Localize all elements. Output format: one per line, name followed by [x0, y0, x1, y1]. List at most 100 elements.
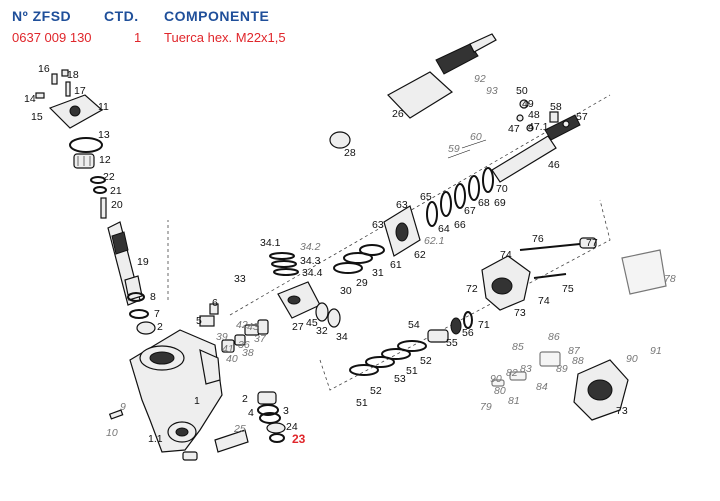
callout-34-3[interactable]: 34.3: [300, 255, 321, 267]
callout-83[interactable]: 83: [520, 363, 532, 375]
callout-74a[interactable]: 74: [500, 249, 512, 261]
callout-54[interactable]: 54: [408, 319, 420, 331]
callout-5[interactable]: 5: [196, 315, 202, 327]
callout-43[interactable]: 43: [247, 321, 259, 333]
callout-93[interactable]: 93: [486, 85, 498, 97]
callout-89[interactable]: 89: [556, 363, 568, 375]
callout-80[interactable]: 80: [494, 385, 506, 397]
callout-29[interactable]: 29: [356, 277, 368, 289]
callout-68[interactable]: 68: [478, 197, 490, 209]
callout-47[interactable]: 47: [508, 123, 520, 135]
callout-9[interactable]: 9: [120, 401, 126, 413]
callout-77[interactable]: 77: [586, 237, 598, 249]
callout-24[interactable]: 24: [286, 421, 298, 433]
callout-78[interactable]: 78: [664, 273, 676, 285]
callout-46[interactable]: 46: [548, 159, 560, 171]
callout-10[interactable]: 10: [106, 427, 118, 439]
callout-64[interactable]: 64: [438, 223, 450, 235]
callout-18[interactable]: 18: [67, 69, 79, 81]
callout-52a[interactable]: 52: [420, 355, 432, 367]
callout-23-highlighted[interactable]: 23: [292, 432, 306, 446]
callout-63a[interactable]: 63: [372, 219, 384, 231]
callout-91[interactable]: 91: [650, 345, 662, 357]
callout-92[interactable]: 92: [474, 73, 486, 85]
callout-45[interactable]: 45: [306, 317, 318, 329]
row-quantity[interactable]: 1: [134, 30, 142, 45]
callout-62-1[interactable]: 62.1: [424, 235, 444, 247]
row-part-number[interactable]: 0637 009 130: [12, 30, 92, 45]
callout-60[interactable]: 60: [470, 131, 482, 143]
callout-15[interactable]: 15: [31, 111, 43, 123]
callout-34-2[interactable]: 34.2: [300, 241, 321, 253]
callout-40[interactable]: 40: [226, 353, 238, 365]
callout-34-4[interactable]: 34.4: [302, 267, 323, 279]
callout-66[interactable]: 66: [454, 219, 466, 231]
callout-1[interactable]: 1: [194, 395, 200, 407]
callout-21[interactable]: 21: [110, 185, 122, 197]
callout-33[interactable]: 33: [234, 273, 246, 285]
callout-90b[interactable]: 90: [490, 373, 502, 385]
callout-73a[interactable]: 73: [514, 307, 526, 319]
callout-19[interactable]: 19: [137, 256, 149, 268]
callout-48[interactable]: 48: [528, 109, 540, 121]
callout-38[interactable]: 38: [242, 347, 254, 359]
callout-20[interactable]: 20: [111, 199, 123, 211]
callout-30[interactable]: 30: [340, 285, 352, 297]
callout-71[interactable]: 71: [478, 319, 490, 331]
callout-2[interactable]: 2: [157, 321, 163, 333]
callout-8[interactable]: 8: [150, 291, 156, 303]
callout-55[interactable]: 55: [446, 337, 458, 349]
callout-57[interactable]: 57: [576, 111, 588, 123]
callout-27[interactable]: 27: [292, 321, 304, 333]
callout-82[interactable]: 82: [506, 367, 518, 379]
callout-3[interactable]: 3: [283, 405, 289, 417]
callout-1-1[interactable]: 1.1: [148, 433, 163, 445]
callout-2b[interactable]: 2: [242, 393, 248, 405]
callout-32[interactable]: 32: [316, 325, 328, 337]
callout-14[interactable]: 14: [24, 93, 36, 105]
callout-79[interactable]: 79: [480, 401, 492, 413]
callout-51b[interactable]: 51: [356, 397, 368, 409]
callout-37[interactable]: 37: [254, 333, 267, 345]
callout-39[interactable]: 39: [216, 331, 228, 343]
callout-81[interactable]: 81: [508, 395, 520, 407]
callout-73b[interactable]: 73: [616, 405, 628, 417]
callout-70[interactable]: 70: [496, 183, 508, 195]
callout-51a[interactable]: 51: [406, 365, 418, 377]
callout-85[interactable]: 85: [512, 341, 524, 353]
callout-49[interactable]: 49: [522, 98, 534, 110]
callout-11[interactable]: 11: [98, 101, 109, 113]
callout-84[interactable]: 84: [536, 381, 548, 393]
callout-90a[interactable]: 90: [626, 353, 638, 365]
callout-17[interactable]: 17: [74, 85, 86, 97]
callout-41[interactable]: 41: [222, 343, 234, 355]
callout-69[interactable]: 69: [494, 197, 506, 209]
callout-62[interactable]: 62: [414, 249, 426, 261]
callout-16[interactable]: 16: [38, 63, 50, 75]
callout-59[interactable]: 59: [448, 143, 460, 155]
callout-58[interactable]: 58: [550, 101, 562, 113]
callout-74b[interactable]: 74: [538, 295, 550, 307]
callout-34[interactable]: 34: [336, 331, 348, 343]
callout-4[interactable]: 4: [248, 407, 254, 419]
callout-13[interactable]: 13: [98, 129, 110, 141]
callout-61[interactable]: 61: [390, 259, 402, 271]
callout-72[interactable]: 72: [466, 283, 478, 295]
callout-22[interactable]: 22: [103, 171, 115, 183]
callout-31[interactable]: 31: [372, 267, 384, 279]
callout-76[interactable]: 76: [532, 233, 544, 245]
callout-56[interactable]: 56: [462, 327, 474, 339]
callout-75[interactable]: 75: [562, 283, 574, 295]
callout-7[interactable]: 7: [154, 308, 160, 320]
callout-88[interactable]: 88: [572, 355, 584, 367]
nut-23-24[interactable]: [266, 422, 286, 443]
callout-53[interactable]: 53: [394, 373, 406, 385]
callout-25[interactable]: 25: [233, 423, 246, 435]
callout-36[interactable]: 36: [238, 339, 250, 351]
callout-65[interactable]: 65: [420, 191, 432, 203]
callout-42[interactable]: 42: [236, 319, 248, 331]
callout-34-1[interactable]: 34.1: [260, 237, 281, 249]
row-component[interactable]: Tuerca hex. M22x1,5: [164, 30, 286, 45]
callout-28[interactable]: 28: [344, 147, 356, 159]
callout-26[interactable]: 26: [392, 108, 404, 120]
